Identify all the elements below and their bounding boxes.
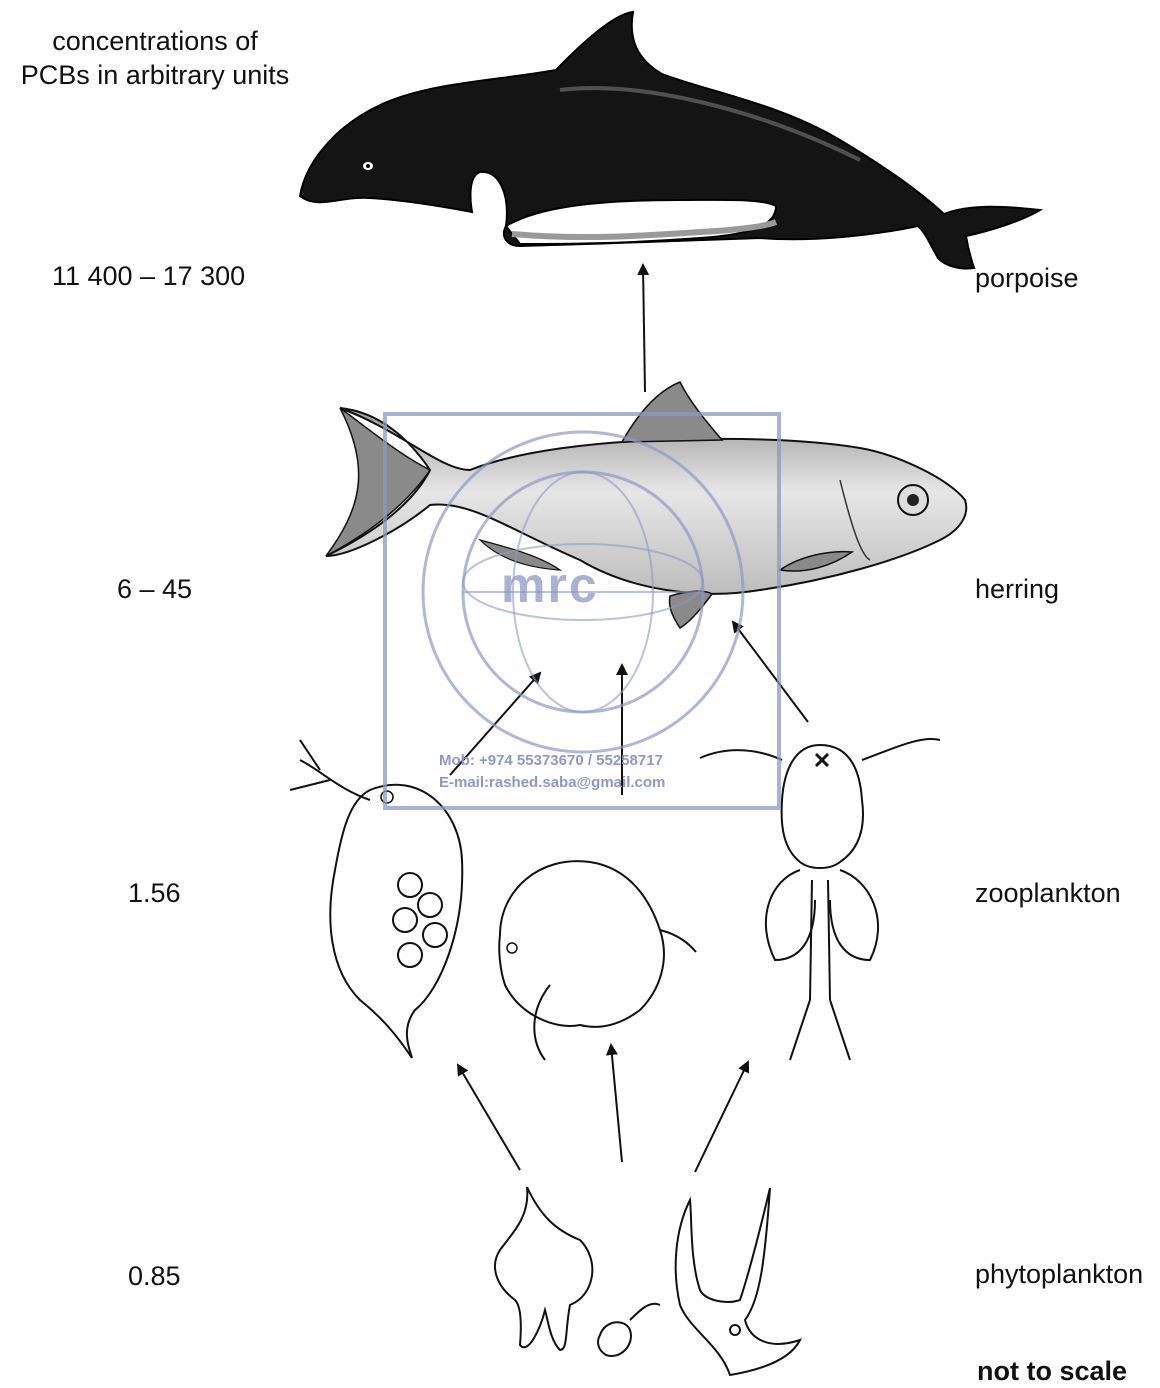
arrow-herring-to-porpoise	[643, 265, 645, 392]
ceratium-illustration	[676, 1188, 800, 1375]
ostracod-illustration	[499, 861, 696, 1060]
watermark-stamp: mrc Mob: +974 55373670 / 55258717 E-mail…	[383, 412, 781, 810]
porpoise-illustration	[300, 12, 1040, 269]
dinoflagellate-illustration	[495, 1187, 660, 1356]
arrow-phyto-to-copepod	[695, 1062, 748, 1172]
arrow-phyto-to-ostracod	[611, 1045, 622, 1162]
watermark-phone: Mob: +974 55373670 / 55258717	[439, 752, 663, 769]
watermark-email: E-mail:rashed.saba@gmail.com	[439, 774, 665, 791]
arrow-phyto-to-daphnia	[458, 1065, 520, 1170]
watermark-logo: mrc	[501, 556, 599, 614]
